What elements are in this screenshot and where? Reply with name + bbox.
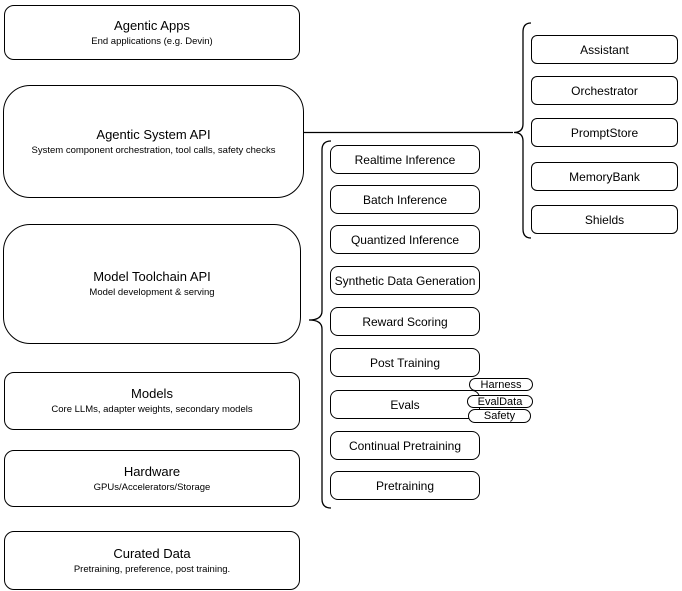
node-label: Batch Inference xyxy=(362,192,448,207)
node-label: Synthetic Data Generation xyxy=(334,273,476,288)
node-shields: Shields xyxy=(531,205,678,234)
toolchain-group-brace xyxy=(308,140,332,509)
node-label: Quantized Inference xyxy=(350,232,460,247)
node-title: Curated Data xyxy=(113,545,191,561)
node-post-training: Post Training xyxy=(330,348,480,377)
node-orchestrator: Orchestrator xyxy=(531,76,678,105)
node-label: Pretraining xyxy=(375,478,435,493)
node-subtitle: GPUs/Accelerators/Storage xyxy=(93,481,211,493)
node-promptstore: PromptStore xyxy=(531,118,678,147)
tag-label: EvalData xyxy=(477,395,523,408)
node-subtitle: System component orchestration, tool cal… xyxy=(31,144,276,156)
node-title: Agentic Apps xyxy=(114,17,190,33)
node-subtitle: Model development & serving xyxy=(89,287,215,298)
node-title: Agentic System API xyxy=(96,126,211,142)
node-title: Models xyxy=(131,386,173,401)
tag-evaldata: EvalData xyxy=(467,395,533,408)
tag-label: Safety xyxy=(483,410,516,422)
node-model-toolchain-api: Model Toolchain API Model development & … xyxy=(3,224,301,344)
node-label: PromptStore xyxy=(570,125,639,140)
tag-label: Harness xyxy=(480,378,522,391)
node-synthetic-data-generation: Synthetic Data Generation xyxy=(330,266,480,295)
node-title: Model Toolchain API xyxy=(93,269,211,284)
system-group-brace xyxy=(513,22,532,239)
node-reward-scoring: Reward Scoring xyxy=(330,307,480,336)
node-title: Hardware xyxy=(123,463,181,479)
node-curated-data: Curated Data Pretraining, preference, po… xyxy=(4,531,300,590)
node-label: Orchestrator xyxy=(571,83,638,98)
node-hardware: Hardware GPUs/Accelerators/Storage xyxy=(4,450,300,507)
node-label: Evals xyxy=(390,397,420,412)
tag-harness: Harness xyxy=(469,378,533,391)
node-subtitle: Core LLMs, adapter weights, secondary mo… xyxy=(51,404,253,415)
tag-safety: Safety xyxy=(468,409,531,423)
node-subtitle: Pretraining, preference, post training. xyxy=(73,563,231,575)
node-quantized-inference: Quantized Inference xyxy=(330,225,480,254)
node-label: Continual Pretraining xyxy=(348,438,462,453)
node-pretraining: Pretraining xyxy=(330,471,480,500)
node-assistant: Assistant xyxy=(531,35,678,64)
node-memorybank: MemoryBank xyxy=(531,162,678,191)
node-evals: Evals xyxy=(330,390,480,419)
node-models: Models Core LLMs, adapter weights, secon… xyxy=(4,372,300,430)
node-subtitle: End applications (e.g. Devin) xyxy=(91,35,213,47)
node-agentic-apps: Agentic Apps End applications (e.g. Devi… xyxy=(4,5,300,60)
node-label: MemoryBank xyxy=(569,169,640,184)
node-label: Assistant xyxy=(580,42,629,57)
node-batch-inference: Batch Inference xyxy=(330,185,480,214)
node-continual-pretraining: Continual Pretraining xyxy=(330,431,480,460)
node-label: Post Training xyxy=(369,355,441,370)
node-label: Shields xyxy=(584,212,625,227)
node-realtime-inference: Realtime Inference xyxy=(330,145,480,174)
node-label: Realtime Inference xyxy=(354,152,456,167)
node-agentic-system-api: Agentic System API System component orch… xyxy=(3,85,304,198)
node-label: Reward Scoring xyxy=(362,314,448,329)
